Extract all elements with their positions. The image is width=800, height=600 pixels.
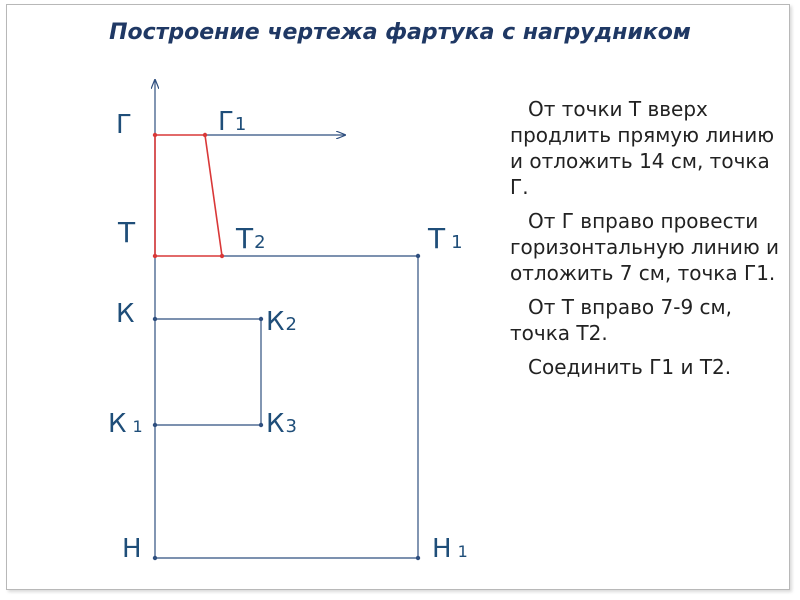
point-k1 (152, 422, 158, 428)
slide-frame (6, 4, 790, 590)
label-g1: Г1 (218, 107, 246, 137)
label-t2: Т2 (235, 222, 266, 255)
label-t: Т (117, 216, 136, 249)
instruction-step: Соединить Г1 и Т2. (528, 355, 732, 379)
instructions-text: От точки Т вверх продлить прямую линию и… (510, 96, 780, 388)
instruction-step: От Т вправо 7-9 см, точка Т2. (510, 295, 732, 345)
instruction-step: От точки Т вверх продлить прямую линию и… (510, 97, 775, 199)
point-t2 (219, 253, 225, 259)
point-t1 (415, 253, 421, 259)
slide-title: Построение чертежа фартука с нагрудником (109, 20, 691, 45)
bib-line-g1-t2 (204, 134, 223, 257)
label-k2: К2 (266, 307, 297, 337)
point-t (152, 253, 158, 259)
label-k: К (116, 299, 134, 329)
point-n (152, 555, 158, 561)
point-k3 (258, 422, 264, 428)
point-n1 (415, 555, 421, 561)
label-g: Г (116, 110, 132, 140)
point-g (152, 132, 158, 138)
label-n: Н (122, 534, 142, 564)
point-k (152, 316, 158, 322)
point-k2 (258, 316, 264, 322)
point-g1 (202, 132, 208, 138)
instruction-step: От Г вправо провести горизонтальную лини… (510, 209, 780, 285)
label-k3: К3 (266, 409, 297, 439)
